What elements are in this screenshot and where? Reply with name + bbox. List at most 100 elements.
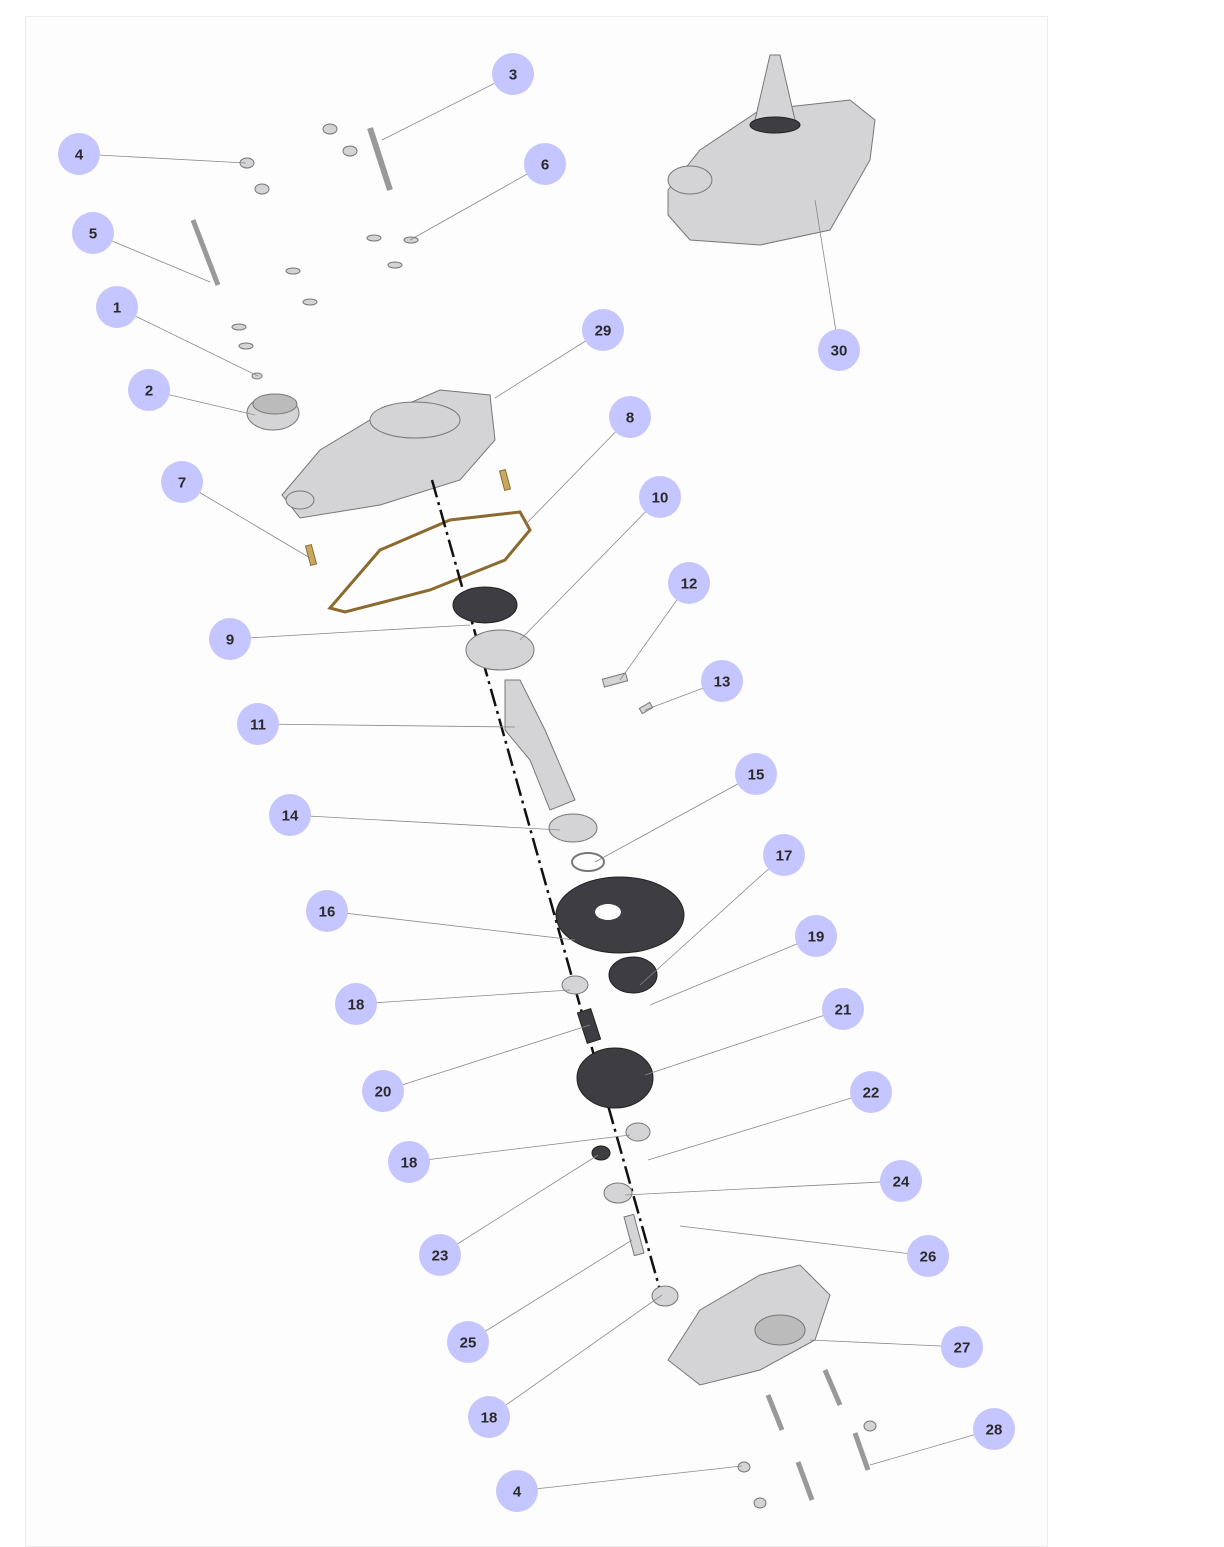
callout-number: 22 [863,1085,880,1102]
callout-number: 26 [920,1249,937,1266]
callout-7[interactable]: 7 [161,461,311,559]
callout-6[interactable]: 6 [409,143,566,241]
callout-9[interactable]: 9 [209,618,471,660]
callout-number: 5 [89,226,97,243]
callout-11[interactable]: 11 [237,703,516,745]
callout-24[interactable]: 24 [624,1160,922,1202]
leader-line [809,1339,963,1348]
bearing-small [561,975,589,995]
callout-2[interactable]: 2 [128,369,256,416]
leader-line [289,814,561,831]
callout-bubble [822,988,864,1030]
callout-bubble [973,1408,1015,1450]
callout-bubble [880,1160,922,1202]
bearing-small [625,1122,651,1142]
callout-bubble [582,309,624,351]
callout-number: 19 [808,929,825,946]
callout-number: 25 [460,1335,477,1352]
leader-line [679,1225,929,1257]
washer [591,1145,611,1161]
callout-12[interactable]: 12 [619,562,710,681]
callout-14[interactable]: 14 [269,794,561,836]
callout-bubble [362,1070,404,1112]
callout-29[interactable]: 29 [494,309,624,399]
callout-number: 4 [75,147,84,164]
callout-26[interactable]: 26 [679,1225,949,1277]
fasteners-bottom [737,1369,877,1509]
leader-line [257,723,516,728]
callout-bubble [335,983,377,1025]
callout-number: 1 [113,300,121,317]
callout-bubble [941,1326,983,1368]
leader-line [869,1428,995,1466]
leader-line [467,1239,633,1343]
callout-number: 30 [831,343,848,360]
callout-number: 2 [145,383,153,400]
spacer-ring [548,813,598,843]
leader-line [382,1024,591,1092]
leader-line [647,1091,872,1161]
callout-bubble [419,1234,461,1276]
callout-15[interactable]: 15 [594,753,777,863]
callout-bubble [818,329,860,371]
gear-wheel [576,1047,654,1109]
callout-10[interactable]: 10 [519,476,681,641]
circlip [571,852,605,872]
callout-27[interactable]: 27 [809,1326,983,1368]
leader-line [639,854,785,986]
callout-bubble [639,476,681,518]
oil-seal [452,586,518,624]
callout-1[interactable]: 1 [96,286,259,377]
callout-21[interactable]: 21 [644,988,864,1076]
callout-bubble [58,133,100,175]
callout-bubble [668,562,710,604]
shaft [504,679,576,811]
callout-5[interactable]: 5 [72,212,211,283]
callout-number: 17 [776,848,793,865]
callout-number: 13 [714,674,731,691]
dowel-pin [304,543,318,567]
callout-18[interactable]: 18 [468,1294,663,1438]
leader-line [494,329,604,399]
callout-18[interactable]: 18 [388,1134,631,1183]
callout-19[interactable]: 19 [649,915,837,1006]
callout-23[interactable]: 23 [419,1154,599,1276]
callout-bubble [237,703,279,745]
leader-line [408,1134,631,1163]
callout-number: 23 [432,1248,449,1265]
leader-line [644,1008,844,1076]
dowel-pin [498,468,512,492]
callout-8[interactable]: 8 [524,396,651,526]
oil-seal-small [608,956,658,994]
callout-28[interactable]: 28 [869,1408,1015,1466]
callout-4[interactable]: 4 [496,1465,743,1512]
bottom-cover [667,1264,831,1386]
callout-number: 18 [401,1155,418,1172]
callout-number: 8 [626,410,634,427]
callout-25[interactable]: 25 [447,1239,633,1363]
leader-line [326,910,576,941]
callout-bubble [96,286,138,328]
callout-number: 20 [375,1084,392,1101]
pinion-shaft [576,1007,602,1045]
callout-number: 12 [681,576,698,593]
callout-17[interactable]: 17 [639,834,805,986]
callout-30[interactable]: 30 [814,199,860,371]
callout-bubble [269,794,311,836]
assembled-gearbox [667,54,876,246]
callout-number: 16 [319,904,336,921]
callout-22[interactable]: 22 [647,1071,892,1161]
callout-16[interactable]: 16 [306,890,576,941]
callout-bubble [128,369,170,411]
callout-13[interactable]: 13 [644,660,743,711]
callout-20[interactable]: 20 [362,1024,591,1112]
leader-line [181,481,311,559]
callout-18[interactable]: 18 [335,983,571,1025]
callout-number: 4 [513,1484,522,1501]
callout-number: 18 [348,997,365,1014]
callout-bubble [701,660,743,702]
callout-4[interactable]: 4 [58,133,247,175]
callout-number: 10 [652,490,669,507]
callout-3[interactable]: 3 [381,53,534,141]
